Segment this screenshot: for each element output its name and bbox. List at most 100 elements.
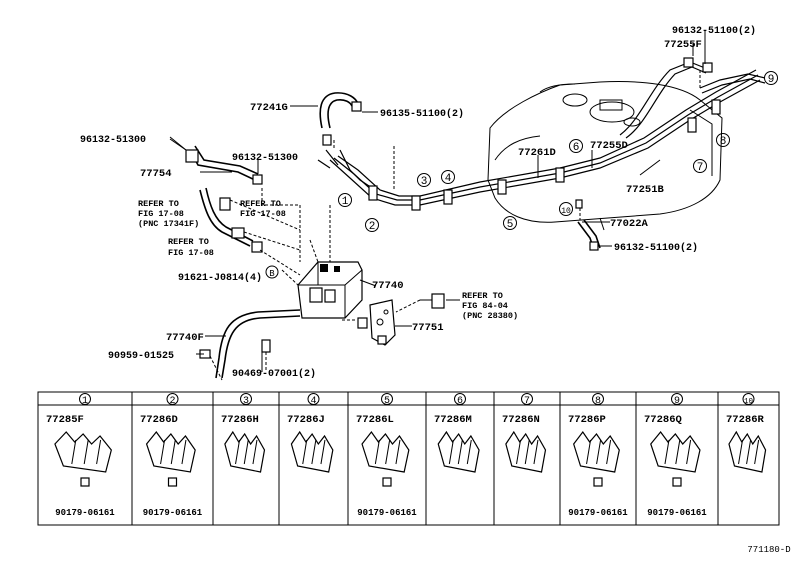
clamp-bolt-number: 90179-06161: [357, 508, 417, 518]
charcoal-canister-77740: [297, 261, 363, 319]
clamp-drawing-detail: [754, 439, 760, 465]
callout-8: 8: [720, 136, 727, 148]
clamp-drawing-detail: [466, 439, 472, 465]
clamp-drawing-detail: [252, 439, 258, 465]
clamp-bolt-number: 90179-06161: [647, 508, 707, 518]
callout-4: 4: [445, 173, 452, 185]
clamp-drawing: [145, 431, 196, 473]
clamp-drawing-detail: [160, 439, 166, 465]
label-77754: 77754: [140, 168, 172, 180]
clamp-number: 8: [595, 396, 601, 407]
hose-77740f: [199, 309, 301, 379]
fuel-tank-illustration: [487, 81, 723, 231]
clamp-drawing: [361, 430, 410, 473]
leader-lines: [169, 30, 706, 381]
clamp-cell-9: 9 77286Q 90179-06161: [635, 392, 707, 525]
callout-1: 1: [342, 196, 349, 208]
clamp-drawing-detail: [746, 439, 752, 465]
filler-pipes: [619, 57, 766, 139]
clamp-drawing-detail: [302, 439, 308, 465]
clamp-number: 2: [169, 396, 175, 407]
clamp-number: 4: [310, 396, 316, 407]
label-90959-01525: 90959-01525: [108, 351, 174, 362]
callout-3: 3: [421, 176, 428, 188]
callout-5: 5: [507, 219, 514, 231]
refer-2-line2: FIG 17-08: [240, 209, 286, 219]
clamp-part-number: 77286P: [568, 414, 606, 426]
clamp-drawing-detail: [686, 439, 692, 465]
clamp-drawing-detail: [96, 439, 102, 465]
label-77022a: 77022A: [610, 218, 649, 230]
clamp-part-number: 77286H: [221, 414, 259, 426]
clamp-drawing-detail: [675, 439, 681, 465]
refer-4-line3: (PNC 28380): [462, 311, 518, 321]
refer-1-line2: FIG 17-08: [138, 209, 184, 219]
label-77251b: 77251B: [626, 184, 665, 196]
bracket-77751: [357, 293, 445, 346]
label-77740: 77740: [372, 280, 404, 292]
clamp-number: 9: [674, 396, 680, 407]
clamp-drawing-detail: [374, 439, 380, 465]
callout-6: 6: [573, 142, 580, 154]
refer-labels: REFER TO FIG 17-08 (PNC 17341F) REFER TO…: [138, 199, 518, 321]
clamp-number-circle: [454, 393, 466, 405]
label-77261d: 77261D: [518, 147, 556, 159]
pipe-clips: [368, 99, 721, 211]
label-96132-51100-top: 96132-51100(2): [672, 25, 756, 37]
bolt-icon: [80, 477, 90, 487]
clamp-drawing-detail: [311, 439, 317, 465]
clamp-number: 1: [82, 396, 88, 407]
refer-4-line2: FIG 84-04: [462, 301, 508, 311]
clamp-drawing-detail: [170, 439, 176, 465]
callout-7: 7: [697, 162, 704, 174]
clamp-drawing-detail: [516, 439, 522, 465]
clamp-number-circle: [742, 393, 755, 405]
clamp-number-circle: [307, 393, 320, 405]
clamp-drawing-detail: [533, 439, 539, 465]
clamp-number-circle: [166, 393, 179, 405]
label-91621-j0814: 91621-J0814(4): [178, 272, 262, 284]
clamp-number-circle: [521, 393, 533, 405]
clamp-number-circle: [79, 393, 91, 405]
clamp-number: 6: [457, 396, 463, 407]
clamp-reference-table: 1 77285F 90179-06161 2 77286D 90179-06161 3772…: [37, 391, 780, 526]
clamp-drawing: [290, 430, 334, 473]
clamp-drawing-detail: [235, 439, 241, 465]
clamp-part-number: 77285F: [46, 414, 84, 426]
clamp-cell-1: 1 77285F 90179-06161: [46, 393, 115, 518]
clamp-drawing-detail: [243, 439, 249, 465]
clamp-number: 7: [524, 396, 530, 407]
pipe-77022a: [575, 199, 601, 251]
clamp-drawing-detail: [83, 439, 89, 465]
bolt-icon: [593, 477, 603, 487]
label-77740f: 77740F: [166, 332, 204, 344]
label-77255f: 77255F: [664, 39, 702, 51]
clamp-bolt-number: 90179-06161: [55, 508, 115, 518]
clamp-bolt-number: 90179-06161: [568, 508, 628, 518]
refer-1-line1: REFER TO: [138, 199, 179, 209]
clamp-part-number: 77286Q: [644, 414, 682, 426]
label-77255d: 77255D: [590, 140, 628, 152]
label-96135-51100: 96135-51100(2): [380, 108, 464, 120]
clamp-drawing: [437, 430, 480, 473]
clamp-drawing-detail: [524, 439, 530, 465]
label-96132-51300-a: 96132-51300: [80, 135, 146, 146]
label-77751: 77751: [412, 322, 444, 334]
hose-77241g: [319, 92, 362, 146]
refer-1-line3: (PNC 17341F): [138, 219, 199, 229]
clamp-drawing: [54, 431, 112, 473]
clamp-drawing-detail: [586, 439, 592, 465]
refer-4-line1: REFER TO: [462, 291, 503, 301]
clamp-drawing-detail: [71, 439, 77, 465]
bolt-icon: [167, 477, 178, 487]
figure-code: 771180-D: [747, 545, 790, 555]
clamp-part-number: 77286D: [140, 414, 178, 426]
bolt-icon: [672, 477, 682, 487]
